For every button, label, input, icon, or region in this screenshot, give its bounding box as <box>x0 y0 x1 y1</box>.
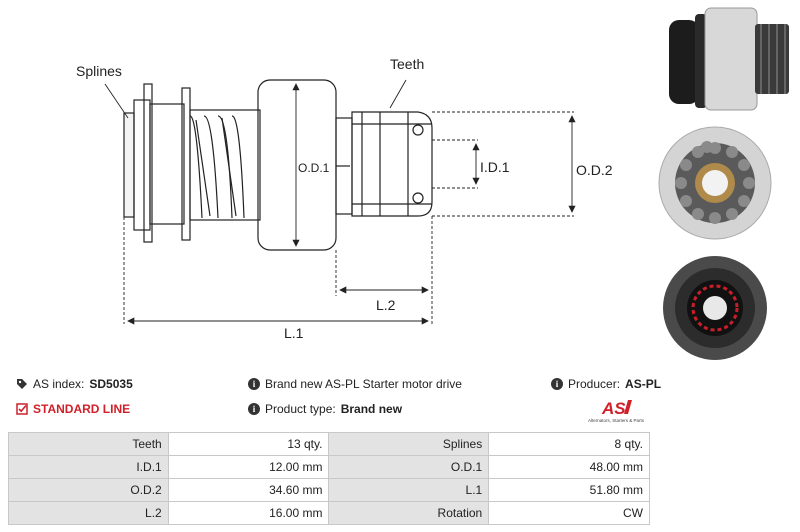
rear-photo <box>663 256 767 360</box>
spec-value: 12.00 mm <box>167 455 330 479</box>
product-type-value: Brand new <box>340 402 403 416</box>
producer-value: AS-PL <box>625 377 662 391</box>
standard-line-label: STANDARD LINE <box>33 402 131 416</box>
spec-label: I.D.1 <box>8 455 169 479</box>
spec-label: L.1 <box>328 478 490 502</box>
table-row: Teeth 13 qty. Splines 8 qty. <box>8 432 650 456</box>
spec-label: O.D.2 <box>8 478 169 502</box>
info-icon: i <box>248 378 260 390</box>
label-splines: Splines <box>76 63 122 79</box>
specs-table: Teeth 13 qty. Splines 8 qty. I.D.1 12.00… <box>8 432 650 525</box>
product-type-label: Product type: <box>265 402 336 416</box>
as-index-label: AS index: <box>33 377 85 391</box>
label-id1: I.D.1 <box>480 159 510 175</box>
table-row: I.D.1 12.00 mm O.D.1 48.00 mm <box>8 455 650 479</box>
product-type: i Product type: Brand new <box>248 402 402 416</box>
spec-value: CW <box>488 501 650 525</box>
spec-label: Teeth <box>8 432 169 456</box>
label-teeth: Teeth <box>390 56 424 72</box>
spec-value: 16.00 mm <box>167 501 330 525</box>
logo-text: AS <box>601 399 626 418</box>
spec-value: 51.80 mm <box>488 478 650 502</box>
check-square-icon <box>16 403 28 415</box>
spec-value: 34.60 mm <box>167 478 330 502</box>
logo-tagline: Alternators, Starters & Parts <box>588 418 645 423</box>
table-row: O.D.2 34.60 mm L.1 51.80 mm <box>8 478 650 502</box>
description-text: Brand new AS-PL Starter motor drive <box>265 377 462 391</box>
label-od2: O.D.2 <box>576 162 613 178</box>
spec-label: L.2 <box>8 501 169 525</box>
spec-value: 48.00 mm <box>488 455 650 479</box>
info-icon: i <box>551 378 563 390</box>
spec-value: 8 qty. <box>488 432 650 456</box>
side-view-photo <box>655 0 800 115</box>
front-gear-photo <box>658 126 772 240</box>
spec-label: O.D.1 <box>328 455 490 479</box>
info-icon: i <box>248 403 260 415</box>
label-l2: L.2 <box>376 297 396 313</box>
label-l1: L.1 <box>284 325 304 341</box>
producer: i Producer: AS-PL <box>551 377 661 391</box>
tag-icon <box>16 378 28 390</box>
as-index-value: SD5035 <box>89 377 133 391</box>
producer-label: Producer: <box>568 377 621 391</box>
spec-label: Rotation <box>328 501 490 525</box>
product-photos <box>655 0 800 360</box>
table-row: L.2 16.00 mm Rotation CW <box>8 501 650 525</box>
description: i Brand new AS-PL Starter motor drive <box>248 377 462 391</box>
spec-label: Splines <box>328 432 490 456</box>
as-index: AS index: SD5035 <box>16 377 133 391</box>
spec-value: 13 qty. <box>167 432 330 456</box>
as-pl-logo: AS Alternators, Starters & Parts <box>588 399 645 423</box>
label-od1: O.D.1 <box>298 161 330 175</box>
standard-line: STANDARD LINE <box>16 402 130 416</box>
technical-drawing: Splines Teeth O.D.1 I.D.1 O.D.2 L.2 L.1 <box>76 56 613 341</box>
